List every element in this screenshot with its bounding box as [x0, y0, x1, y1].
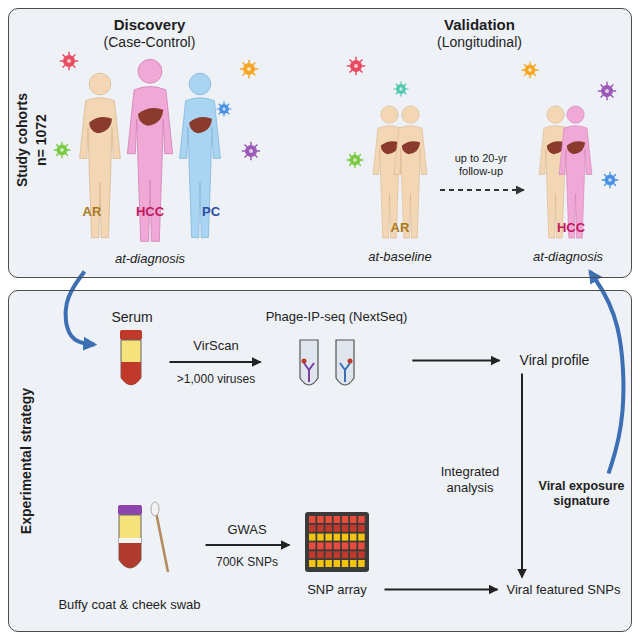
snp-cell [350, 534, 357, 541]
phage-ip-tubes [300, 340, 354, 385]
snp-cell [342, 542, 349, 549]
snp-cell [358, 542, 365, 549]
follow-up-arrow [440, 189, 524, 191]
snp-array-chip [305, 512, 369, 572]
snp-cell [334, 534, 341, 541]
snp-cell [325, 551, 332, 558]
flow-arrow [521, 374, 523, 578]
annotation-label: AR [83, 204, 102, 220]
snp-cell [309, 525, 316, 532]
snp-cell [342, 516, 349, 523]
annotation-label: at-baseline [368, 249, 432, 265]
annotation-label: PC [202, 204, 220, 220]
node-text: Serum [111, 309, 152, 326]
panel-ground [8, 290, 632, 632]
panel-heading: Study cohorts [13, 92, 30, 186]
buffy-coat-tube [118, 502, 168, 572]
node-text: Phage-IP-seq (NextSeq) [266, 309, 408, 325]
annotation-label: HCC [557, 220, 585, 236]
node-text: (Case-Control) [104, 34, 196, 51]
annotation-label: HCC [136, 204, 164, 220]
snp-cell [317, 560, 324, 567]
person-figures [80, 59, 592, 241]
snp-cell [334, 551, 341, 558]
node-text: (Longitudinal) [437, 34, 522, 51]
snp-cell [350, 525, 357, 532]
snp-cell [317, 516, 324, 523]
snp-cell [342, 534, 349, 541]
snp-cell [334, 560, 341, 567]
snp-cell [317, 551, 324, 558]
snp-cell [350, 551, 357, 558]
signature-node: Viral exposure signature [534, 474, 630, 514]
discovery-group: Discovery(Case-Control) [40, 12, 260, 272]
annotation-label: at-diagnosis [115, 251, 185, 267]
process-node: Phage-IP-seq (NextSeq) [261, 305, 413, 395]
flow-arrow [412, 360, 499, 362]
snp-cell [309, 551, 316, 558]
strategy-panel: Serum Phage-IP-seq (NextSeq) Viral profile… [8, 290, 632, 632]
edge-label: GWAS [225, 522, 268, 538]
node-text: Discovery [114, 16, 186, 34]
edge-label: VirScan [191, 338, 240, 354]
snp-cell [358, 525, 365, 532]
snp-cell [309, 516, 316, 523]
snp-cell [309, 560, 316, 567]
snp-cell [334, 516, 341, 523]
cohort-panel: Discovery(Case-Control) Validation(Longit… [8, 8, 632, 278]
sample-node: Buffy coat & cheek swab [53, 498, 205, 615]
flow-arrow [206, 544, 290, 546]
flow-arrow [170, 361, 261, 363]
snp-cell [309, 534, 316, 541]
snp-cell [325, 560, 332, 567]
annotation-label: AR [391, 220, 410, 236]
snp-cell [358, 534, 365, 541]
workflow-arrow [590, 272, 623, 474]
result-node: Viral profile [500, 348, 610, 374]
snp-cell [325, 542, 332, 549]
snp-cell [350, 516, 357, 523]
snp-cell [350, 560, 357, 567]
snp-cell [350, 542, 357, 549]
snp-cell [358, 551, 365, 558]
snp-cell [325, 525, 332, 532]
annotation-label: at-diagnosis [533, 249, 603, 265]
annotation-label: >1,000 viruses [177, 372, 255, 386]
panel-heading: n= 1072 [32, 114, 49, 166]
node-text: Buffy coat & cheek swab [58, 597, 200, 613]
annotation-label: up to 20-yr follow-up [440, 152, 522, 178]
serum-tube [120, 330, 142, 385]
panel-ground [8, 8, 632, 278]
result-node: Viral featured SNPs [498, 578, 630, 602]
snp-cell [317, 525, 324, 532]
snp-cell [342, 560, 349, 567]
flow-arrow [385, 589, 498, 591]
workflow-arrow [66, 272, 95, 345]
snp-cell [358, 516, 365, 523]
sample-node: Serum [95, 305, 170, 395]
node-text: Viral exposure signature [534, 479, 630, 509]
panel-heading: Experimental strategy [17, 387, 34, 533]
edge-label: Integrated analysis [428, 464, 512, 495]
snp-cell [309, 542, 316, 549]
process-node: SNP array [290, 505, 385, 600]
annotation-label: 700K SNPs [216, 555, 278, 569]
snp-cell [334, 542, 341, 549]
node-text: Validation [444, 16, 515, 34]
node-text: Viral profile [520, 352, 590, 369]
snp-cell [317, 542, 324, 549]
snp-cell [342, 551, 349, 558]
snp-cell [317, 534, 324, 541]
node-text: SNP array [307, 582, 367, 598]
snp-cell [334, 525, 341, 532]
snp-cell [325, 516, 332, 523]
snp-cell [342, 525, 349, 532]
snp-cell [325, 534, 332, 541]
snp-cell [358, 560, 365, 567]
node-text: Viral featured SNPs [507, 582, 621, 598]
